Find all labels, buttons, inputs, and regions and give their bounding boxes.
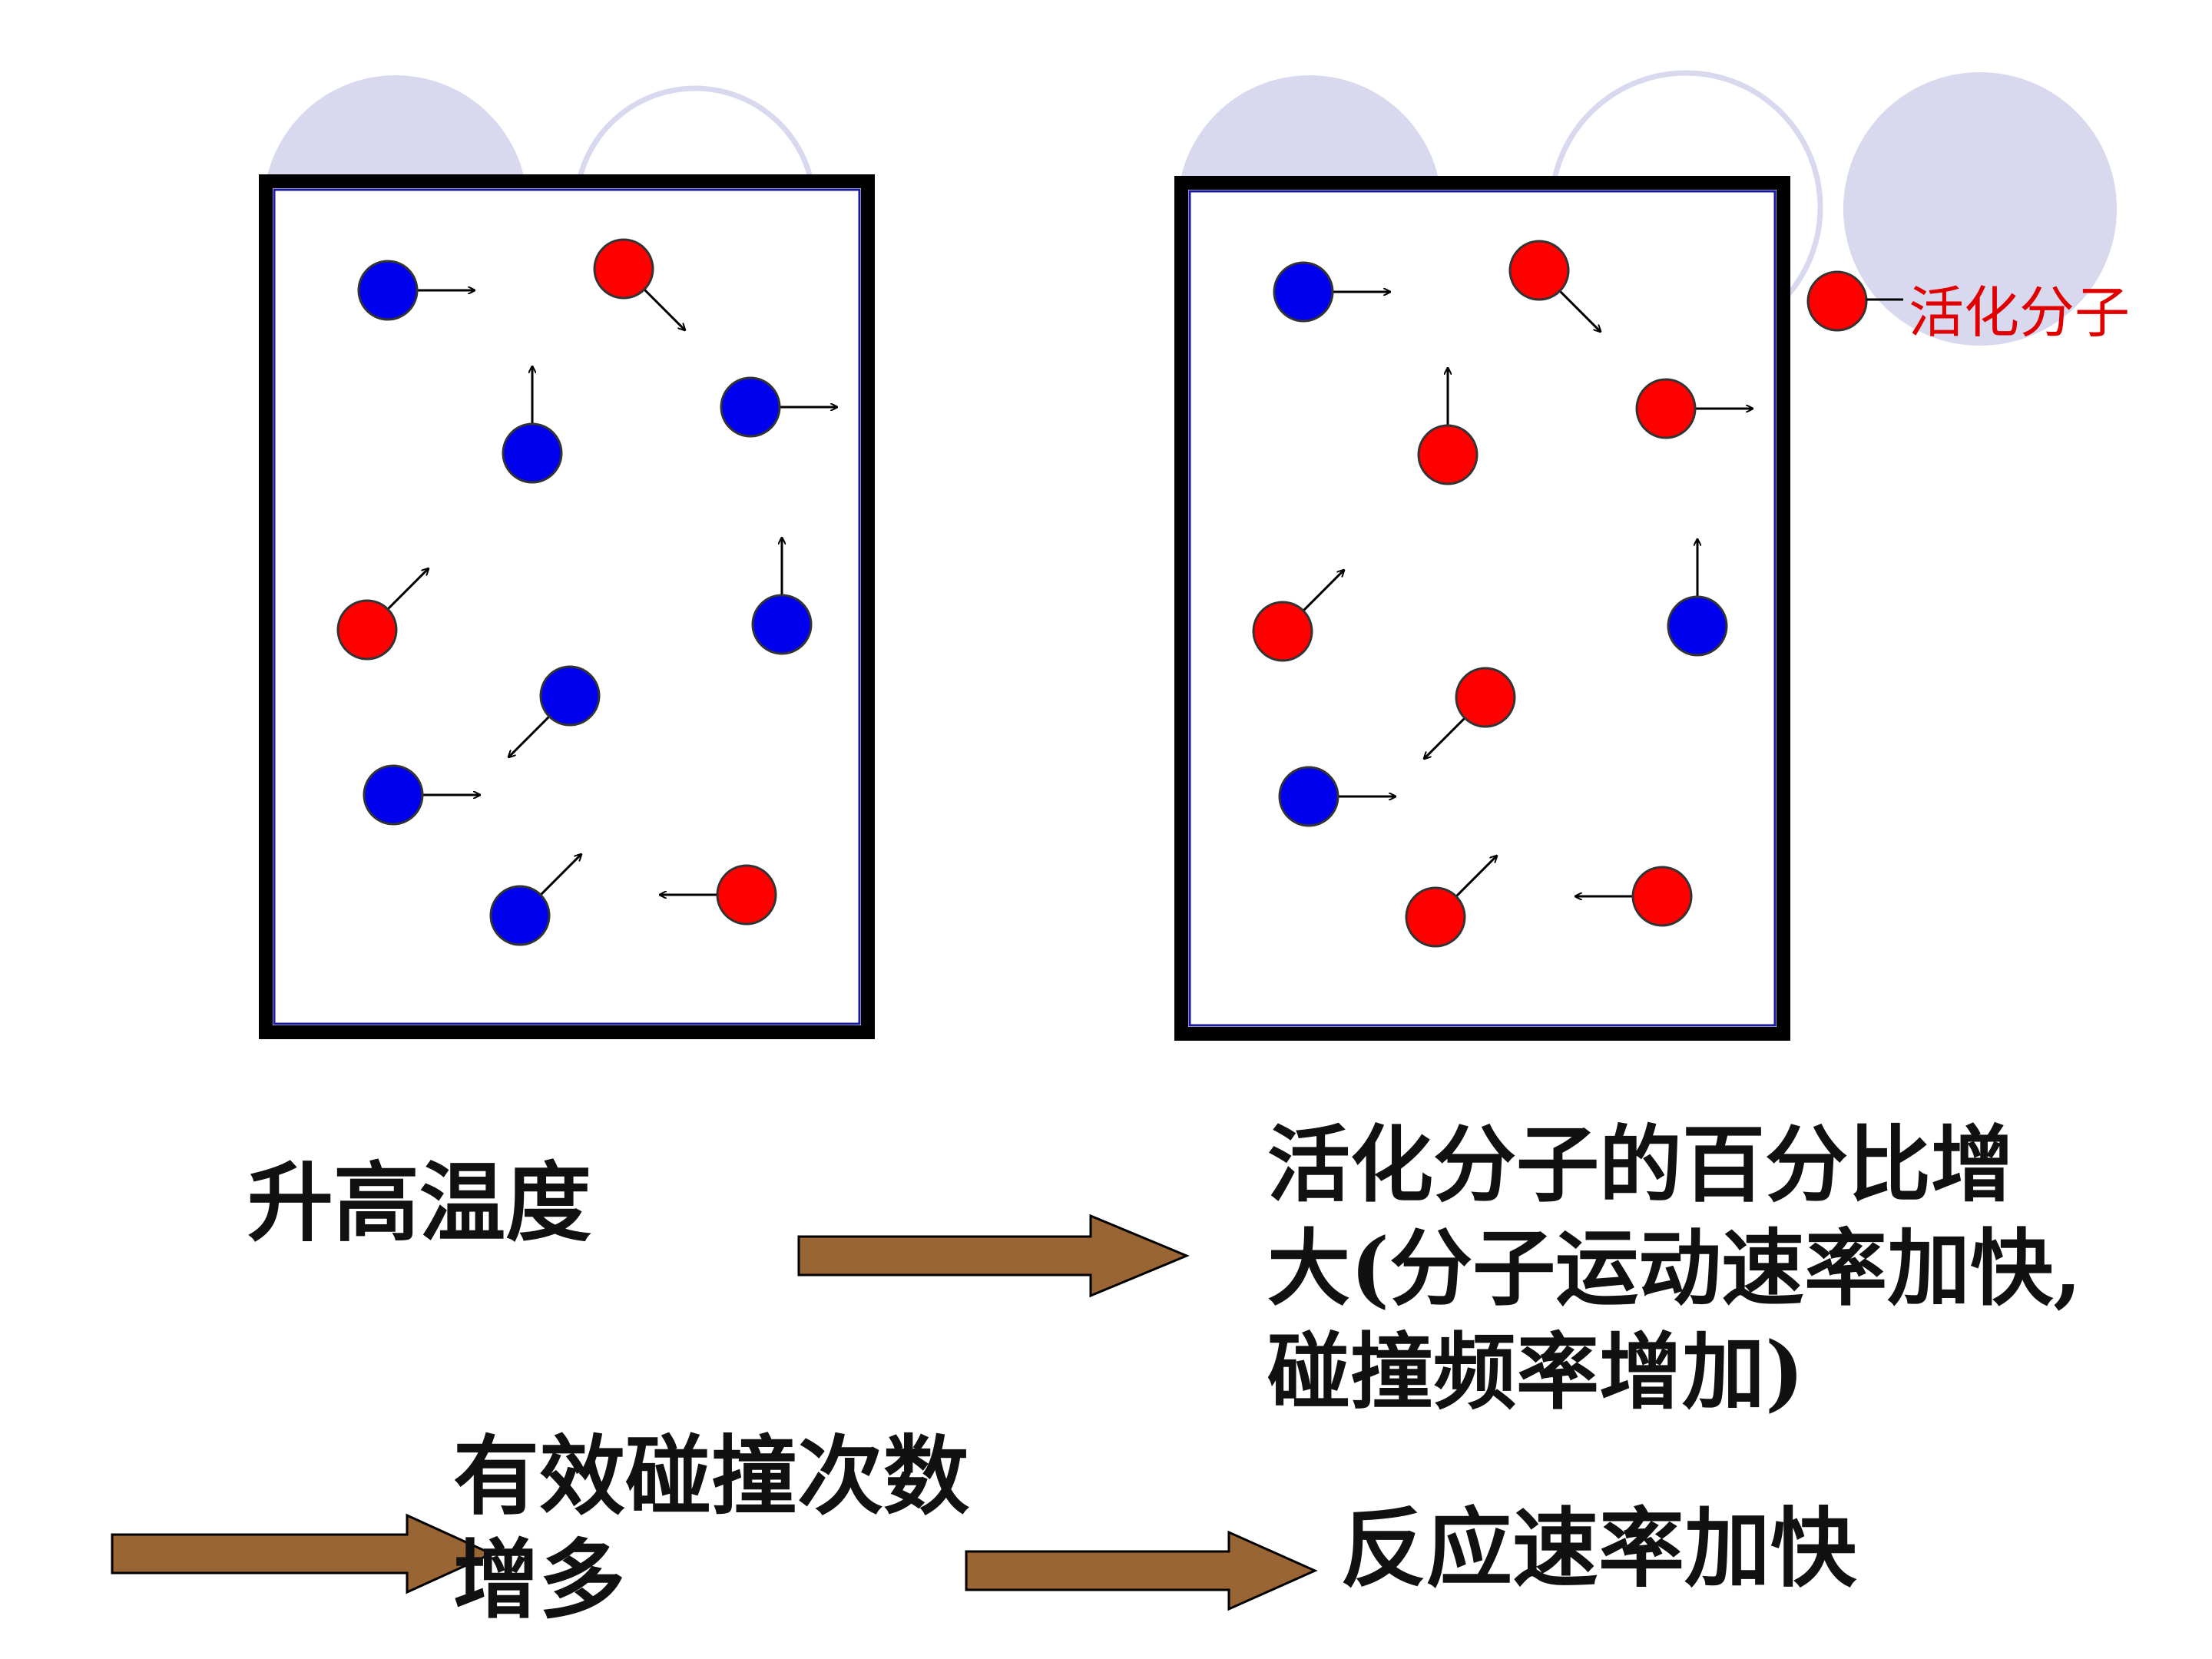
molecule-circle — [363, 764, 424, 826]
molecule-circle — [1508, 240, 1570, 301]
molecule-active — [660, 864, 777, 926]
molecule-normal — [1273, 261, 1390, 323]
molecule-normal — [751, 538, 813, 655]
flow-arrow-1 — [797, 1214, 1190, 1298]
velocity-arrow — [539, 854, 581, 896]
flow-arrow-3 — [965, 1530, 1318, 1611]
caption-line: 大(分子运动速率加快, — [1267, 1220, 2082, 1317]
molecule-active — [1635, 378, 1753, 439]
velocity-arrow — [508, 715, 551, 757]
molecule-active — [1508, 240, 1601, 332]
velocity-arrow — [386, 568, 429, 611]
molecule-normal — [489, 854, 581, 946]
molecule-active — [336, 568, 429, 661]
legend — [1806, 270, 1903, 332]
molecule-circle — [1273, 261, 1334, 323]
molecule-normal — [1667, 539, 1728, 657]
molecule-normal — [502, 366, 563, 484]
velocity-arrow — [1302, 570, 1344, 612]
molecule-circle — [720, 376, 781, 438]
molecule-active — [1417, 368, 1479, 485]
caption-active-molecule-increase: 活化分子的百分比增 大(分子运动速率加快, 碰撞频率增加) — [1267, 1114, 2082, 1425]
molecule-active — [1405, 856, 1497, 948]
caption-line: 增多 — [453, 1530, 625, 1631]
molecule-active — [593, 238, 685, 330]
legend-active-molecule — [1806, 270, 1868, 332]
caption-line: 有效碰撞次数 — [453, 1426, 969, 1527]
molecule-normal — [1278, 766, 1396, 827]
molecule-circle — [751, 594, 813, 655]
molecule-circle — [1455, 667, 1516, 728]
molecule-circle — [1635, 378, 1697, 439]
legend-label: 活化分子 — [1909, 280, 2131, 345]
velocity-arrow — [643, 288, 685, 330]
caption-line: 活化分子的百分比增 — [1267, 1117, 2015, 1214]
caption-reaction-rate-faster: 反应速率加快 — [1340, 1498, 1856, 1599]
molecule-circle — [1667, 595, 1728, 657]
molecule-circle — [1417, 424, 1479, 485]
decoration-circle-filled — [1843, 72, 2117, 346]
molecules-layer — [336, 238, 1753, 948]
molecule-circle — [1252, 601, 1313, 662]
flow-arrow-2 — [111, 1513, 495, 1594]
molecule-circle — [336, 599, 398, 661]
molecule-normal — [720, 376, 837, 438]
molecule-normal — [508, 665, 601, 757]
caption-effective-collisions: 有效碰撞次数 增多 — [453, 1425, 969, 1632]
velocity-arrow — [1558, 290, 1601, 332]
molecule-normal — [357, 260, 475, 321]
molecule-normal — [363, 764, 480, 826]
molecule-circle — [357, 260, 419, 321]
velocity-arrow — [1424, 717, 1466, 759]
molecule-circle — [489, 885, 551, 946]
molecule-active — [1252, 570, 1344, 662]
caption-line: 碰撞频率增加) — [1267, 1324, 1805, 1421]
molecule-active — [1424, 667, 1516, 759]
molecule-circle — [1631, 866, 1693, 927]
caption-raise-temperature: 升高温度 — [247, 1153, 591, 1253]
molecule-circle — [502, 422, 563, 484]
molecule-circle — [716, 864, 777, 926]
molecule-circle — [593, 238, 654, 300]
velocity-arrow — [1455, 856, 1497, 898]
molecule-circle — [1405, 886, 1466, 948]
molecule-active — [1575, 866, 1693, 927]
molecule-circle — [1278, 766, 1339, 827]
molecule-circle — [539, 665, 601, 727]
